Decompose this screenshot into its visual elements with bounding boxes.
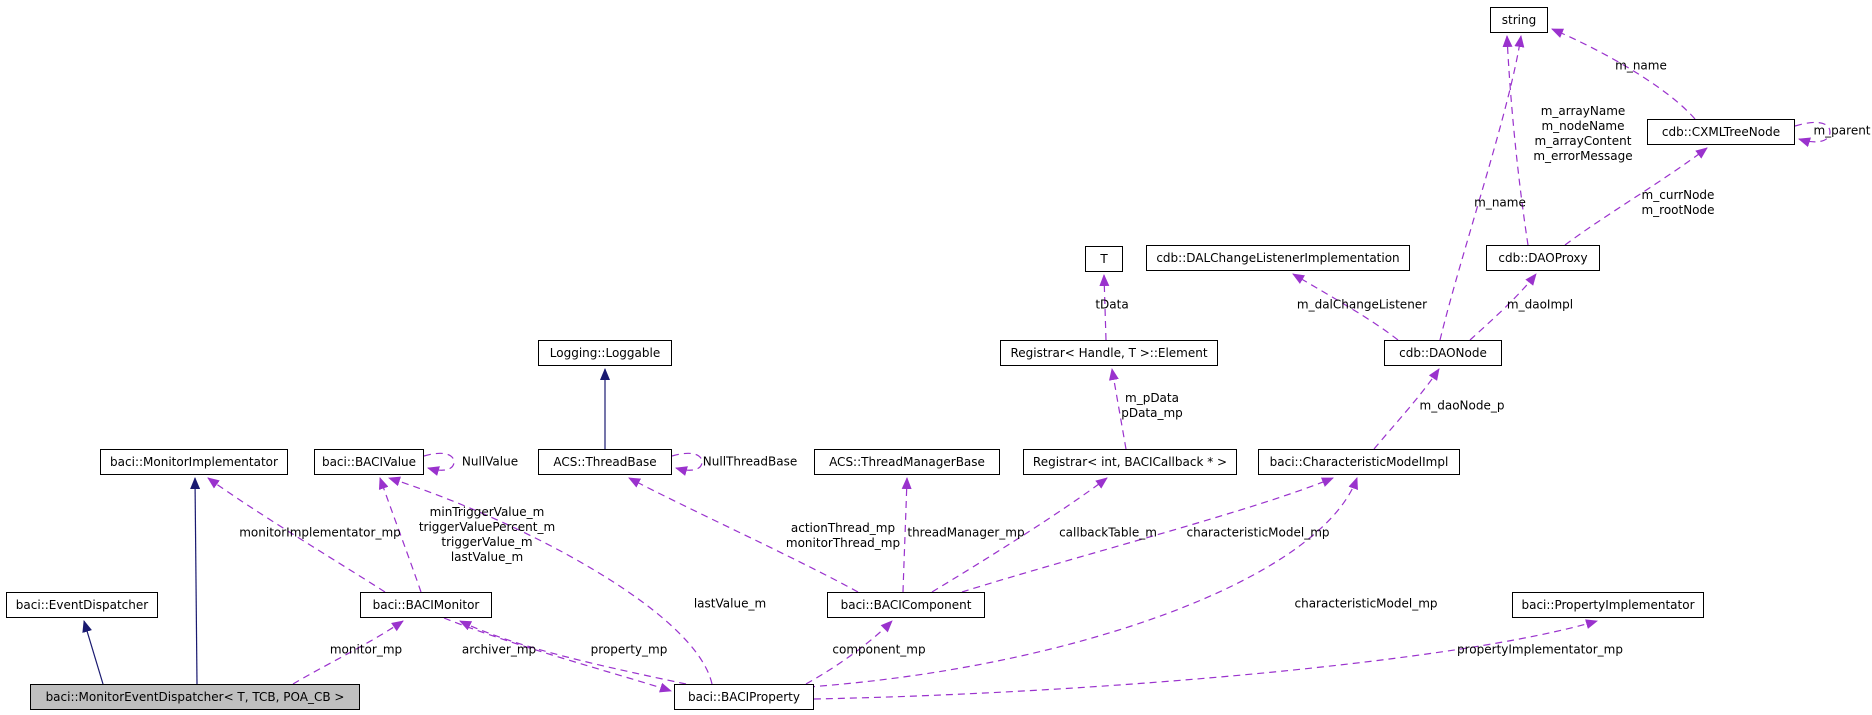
node-event-dispatcher[interactable]: baci::EventDispatcher — [6, 592, 158, 618]
edge-bacicomponent-threadbase-threads — [628, 477, 859, 593]
edge-bacicomponent-threadmanager — [901, 477, 912, 593]
edge-group — [82, 28, 1831, 700]
node-thread-manager-base[interactable]: ACS::ThreadManagerBase — [814, 449, 1000, 475]
node-thread-base[interactable]: ACS::ThreadBase — [538, 449, 672, 475]
edge-med-bacimonitor-monitor — [292, 620, 404, 685]
node-characteristic-model-impl[interactable]: baci::CharacteristicModelImpl — [1258, 449, 1460, 475]
node-cxml-tree-node[interactable]: cdb::CXMLTreeNode — [1647, 119, 1795, 145]
node-baci-monitor[interactable]: baci::BACIMonitor — [360, 592, 492, 618]
edge-med-inherits-eventdispatcher — [82, 620, 104, 685]
node-property-implementator[interactable]: baci::PropertyImplementator — [1512, 592, 1704, 618]
edge-bacivalue-self-nullvalue — [423, 452, 455, 476]
edge-baciproperty-propertyimplementator — [813, 619, 1598, 700]
edge-bacimonitor-bacivalue-triggers — [378, 477, 422, 593]
edge-daonode-dal-listener — [1292, 273, 1399, 341]
edge-element-t-tdata — [1099, 274, 1110, 341]
node-dao-proxy[interactable]: cdb::DAOProxy — [1486, 245, 1600, 271]
edge-bacicomponent-cmi-characteristicmodel — [961, 477, 1334, 593]
edge-baciproperty-bacicomponent-component — [805, 620, 893, 685]
edge-bacimonitor-monitorimplementator — [207, 477, 386, 593]
node-logging-loggable[interactable]: Logging::Loggable — [538, 340, 672, 366]
node-monitor-event-dispatcher[interactable]: baci::MonitorEventDispatcher< T, TCB, PO… — [30, 684, 360, 710]
edge-daonode-daoproxy-daoimpl — [1469, 273, 1537, 341]
edge-threadbase-self-nullthreadbase — [671, 452, 703, 476]
edge-daonode-string-m-array — [1439, 35, 1525, 341]
node-dao-node[interactable]: cdb::DAONode — [1384, 340, 1502, 366]
edge-baciproperty-bacimonitor-archiver — [459, 620, 687, 685]
node-baci-component[interactable]: baci::BACIComponent — [827, 592, 985, 618]
node-registrar-handle-element[interactable]: Registrar< Handle, T >::Element — [1000, 340, 1218, 366]
node-dal-change-listener-implementation[interactable]: cdb::DALChangeListenerImplementation — [1146, 245, 1410, 271]
node-t[interactable]: T — [1085, 246, 1123, 272]
edge-bacicomponent-registrar-callbacktable — [931, 477, 1108, 593]
edge-cmi-daonode-daonodep — [1373, 368, 1440, 450]
node-registrar-int-bacicallback[interactable]: Registrar< int, BACICallback * > — [1023, 449, 1237, 475]
node-baci-property[interactable]: baci::BACIProperty — [674, 684, 814, 710]
node-monitor-implementator[interactable]: baci::MonitorImplementator — [100, 449, 288, 475]
edge-daoproxy-string-m-name — [1502, 35, 1529, 246]
edge-baciproperty-cmi-characteristicmodel — [807, 477, 1358, 688]
edge-cxmltreenode-string-m-name — [1551, 28, 1696, 120]
node-baci-value[interactable]: baci::BACIValue — [314, 449, 424, 475]
edge-med-inherits-monitorimplementator — [190, 477, 201, 685]
node-string[interactable]: string — [1490, 7, 1548, 33]
edge-bacimonitor-baciproperty-property — [443, 617, 672, 693]
edge-cxmltreenode-self-m-parent — [1794, 121, 1831, 148]
edge-registrar-element-pdata — [1108, 368, 1127, 450]
edge-daoproxy-cxmltreenode-currnode — [1564, 147, 1708, 246]
edge-baciproperty-bacivalue-lastvalue — [388, 476, 713, 685]
